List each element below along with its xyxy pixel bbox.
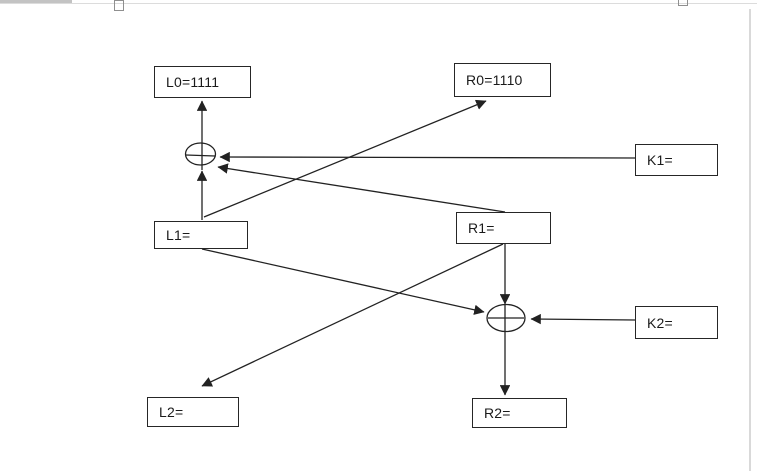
arrow-k2-to-xor2 bbox=[530, 313, 636, 325]
node-label-l2: L2= bbox=[159, 404, 184, 420]
node-box-l1[interactable]: L1= bbox=[154, 221, 248, 249]
node-label-r2: R2= bbox=[484, 405, 511, 421]
node-label-k1: K1= bbox=[647, 152, 673, 168]
xor-icon bbox=[184, 142, 217, 166]
canvas-resize-handle-icon[interactable] bbox=[114, 0, 124, 11]
node-box-k1[interactable]: K1= bbox=[635, 144, 718, 176]
node-box-l2[interactable]: L2= bbox=[147, 397, 239, 427]
node-label-l0: L0=1111 bbox=[166, 74, 220, 90]
canvas-resize-handle-icon[interactable] bbox=[678, 0, 688, 6]
arrow-l1-to-r0 bbox=[203, 99, 487, 218]
arrow-l1-to-xor2 bbox=[201, 248, 485, 315]
arrow-r1-to-l2 bbox=[201, 243, 504, 387]
node-label-r0: R0=1110 bbox=[466, 72, 523, 88]
node-label-k2: K2= bbox=[647, 314, 673, 331]
node-box-r1[interactable]: R1= bbox=[456, 212, 551, 244]
arrow-r1-to-xor1 bbox=[217, 163, 506, 213]
node-box-k2[interactable]: K2= bbox=[635, 306, 718, 339]
page-top-line bbox=[0, 3, 757, 4]
node-box-l0[interactable]: L0=1111 bbox=[154, 66, 251, 98]
xor-icon bbox=[486, 303, 526, 333]
node-label-r1: R1= bbox=[468, 220, 495, 236]
node-label-l1: L1= bbox=[166, 227, 191, 243]
page-right-edge bbox=[749, 9, 751, 471]
ruler-edge-segment bbox=[0, 0, 72, 3]
arrow-k1-to-xor1 bbox=[219, 151, 636, 163]
node-box-r2[interactable]: R2= bbox=[472, 398, 567, 428]
node-box-r0[interactable]: R0=1110 bbox=[454, 63, 551, 97]
